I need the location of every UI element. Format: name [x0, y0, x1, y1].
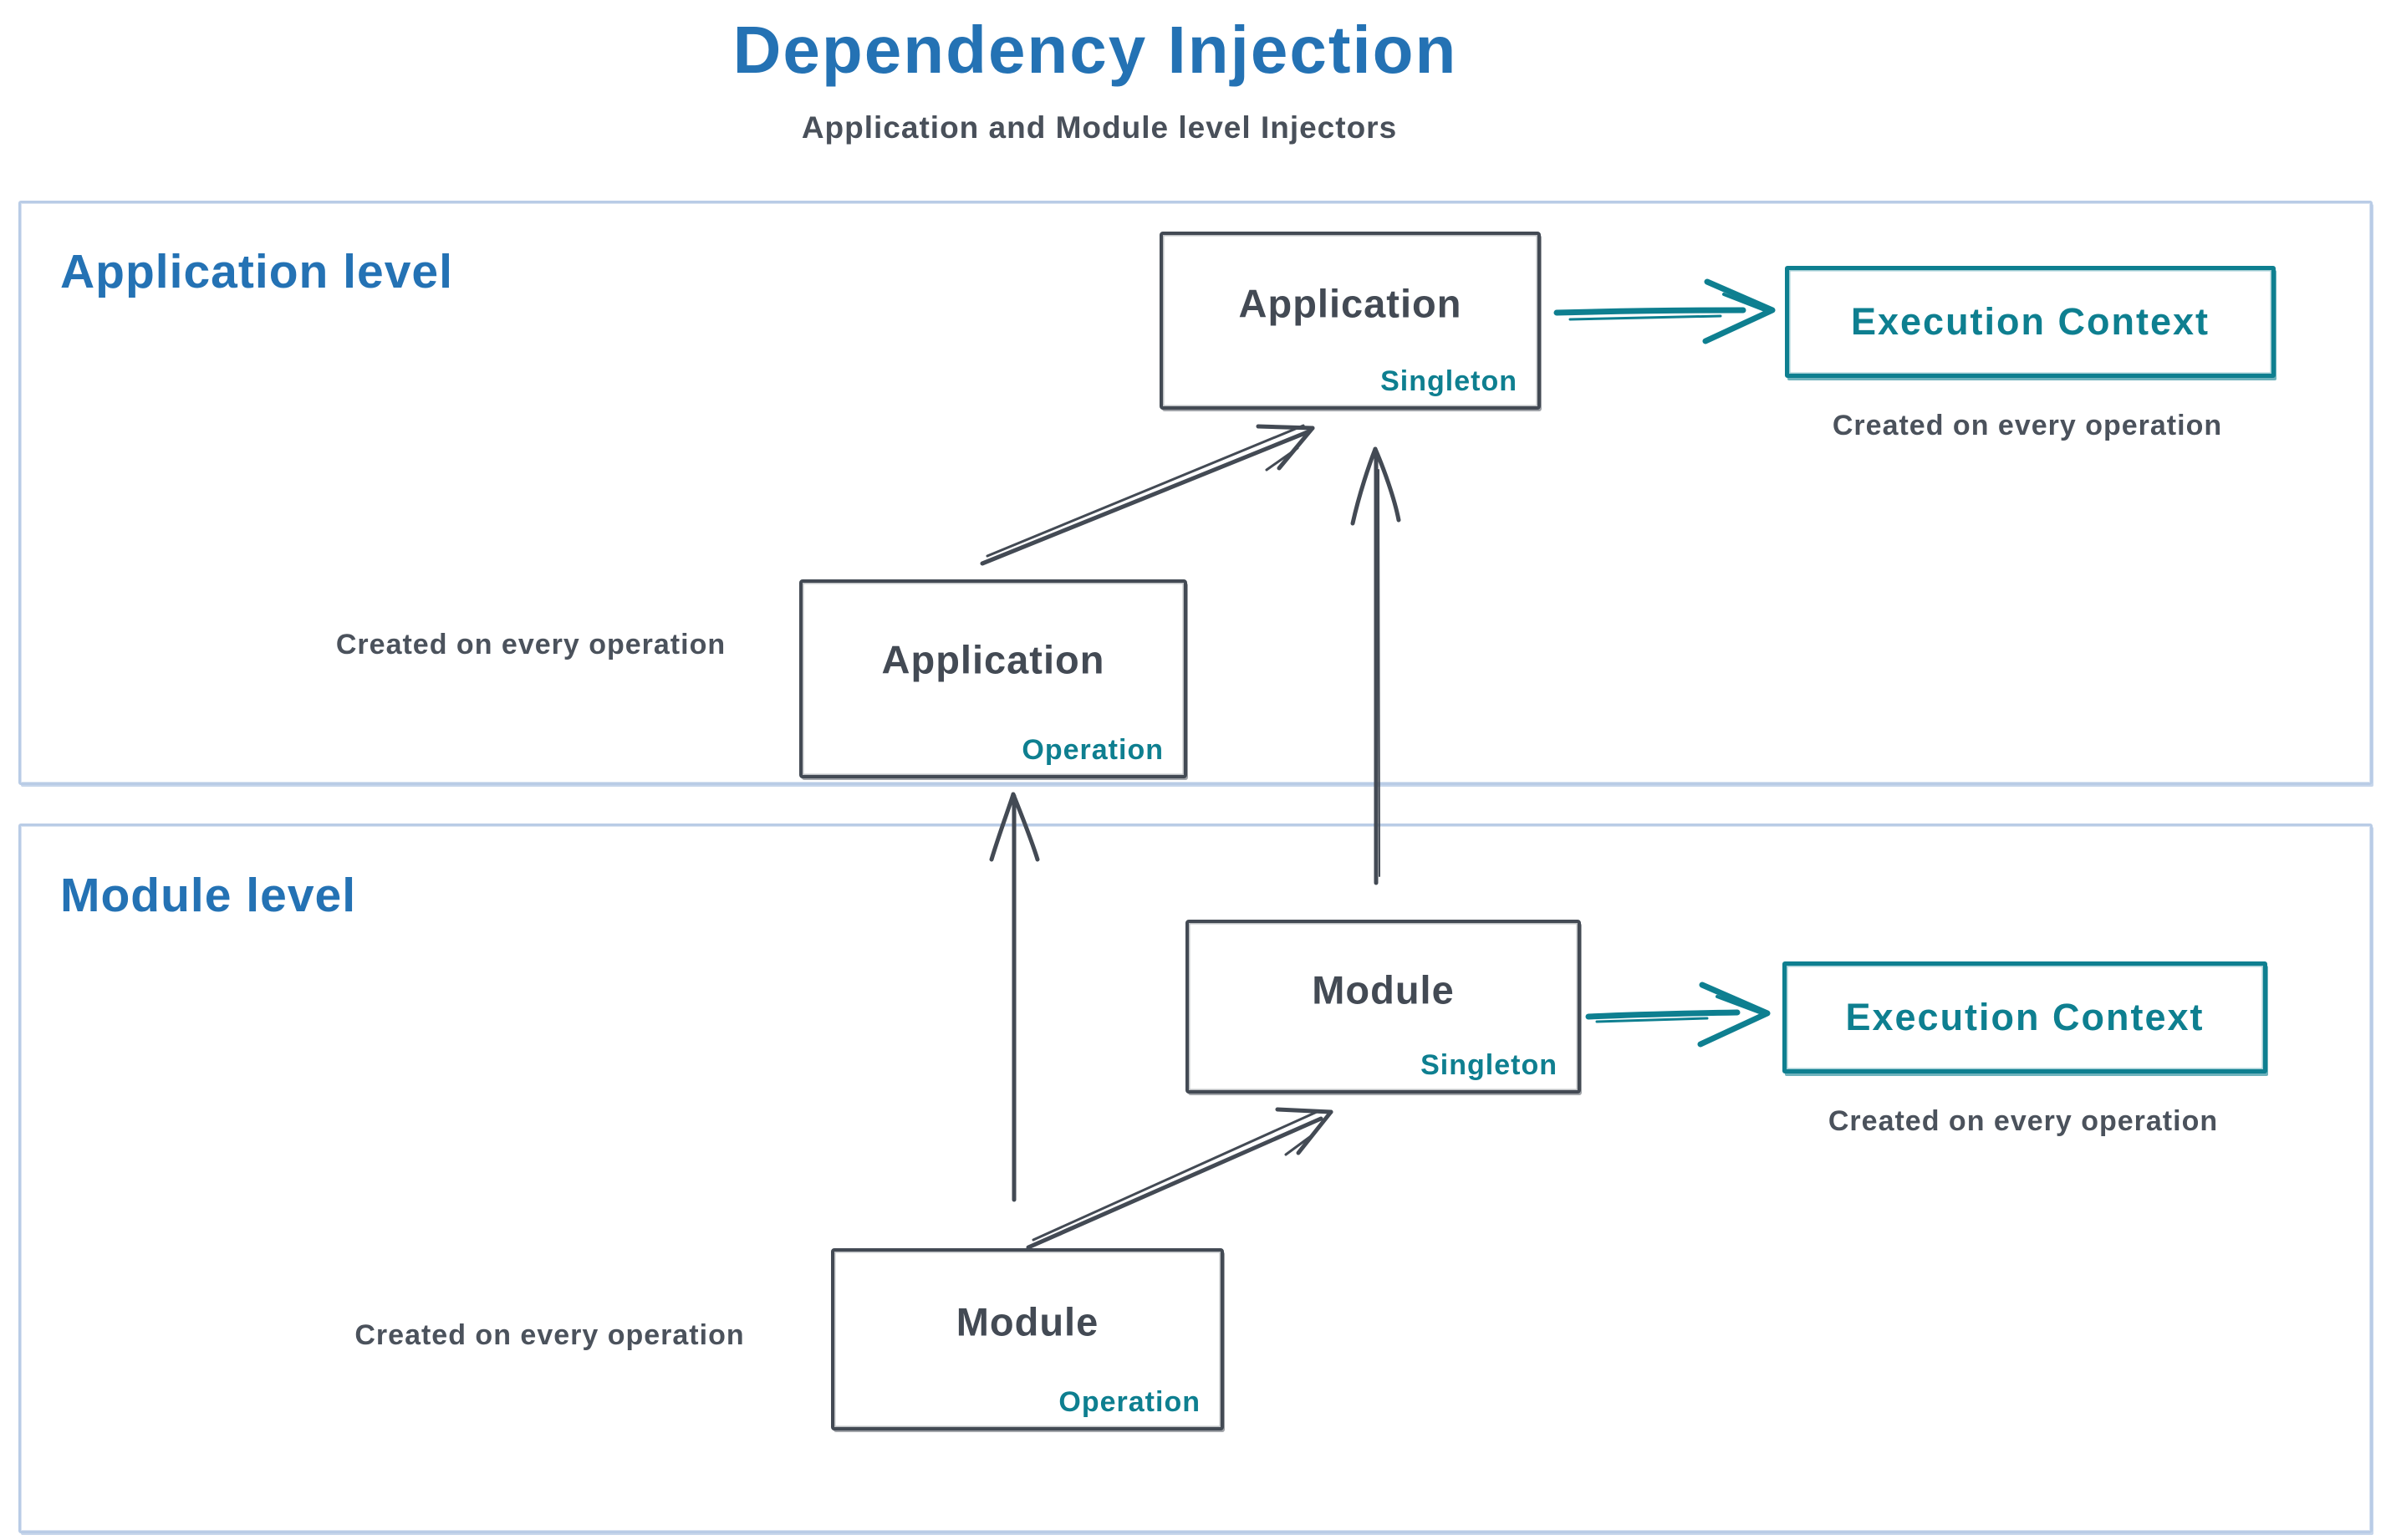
module-execution-context-box: Execution Context [1782, 961, 2267, 1073]
module-operation-scope: Operation [1058, 1386, 1201, 1418]
module-operation-box: Module Operation [831, 1248, 1224, 1430]
app-singleton-scope: Singleton [1380, 365, 1517, 397]
module-operation-caption: Created on every operation [354, 1319, 745, 1351]
app-operation-scope: Operation [1022, 734, 1164, 766]
app-execution-context-box: Execution Context [1785, 266, 2276, 378]
module-level-container [18, 824, 2373, 1533]
application-level-label: Application level [60, 245, 453, 298]
module-singleton-title: Module [1312, 967, 1455, 1012]
diagram-subtitle: Application and Module level Injectors [801, 110, 1398, 145]
app-execution-context-caption: Created on every operation [1832, 410, 2223, 441]
app-operation-box: Application Operation [799, 579, 1187, 778]
app-execution-context-label: Execution Context [1850, 300, 2210, 343]
module-execution-context-caption: Created on every operation [1828, 1105, 2219, 1137]
diagram-title: Dependency Injection [732, 13, 1458, 87]
app-singleton-box: Application Singleton [1160, 232, 1541, 410]
module-operation-title: Module [956, 1299, 1099, 1344]
app-operation-caption: Created on every operation [335, 629, 727, 660]
module-singleton-scope: Singleton [1420, 1049, 1558, 1081]
app-singleton-title: Application [1238, 281, 1462, 326]
application-level-container [18, 201, 2373, 785]
app-operation-title: Application [881, 637, 1105, 682]
module-execution-context-label: Execution Context [1845, 996, 2205, 1038]
module-singleton-box: Module Singleton [1185, 920, 1581, 1094]
module-level-label: Module level [60, 869, 357, 922]
